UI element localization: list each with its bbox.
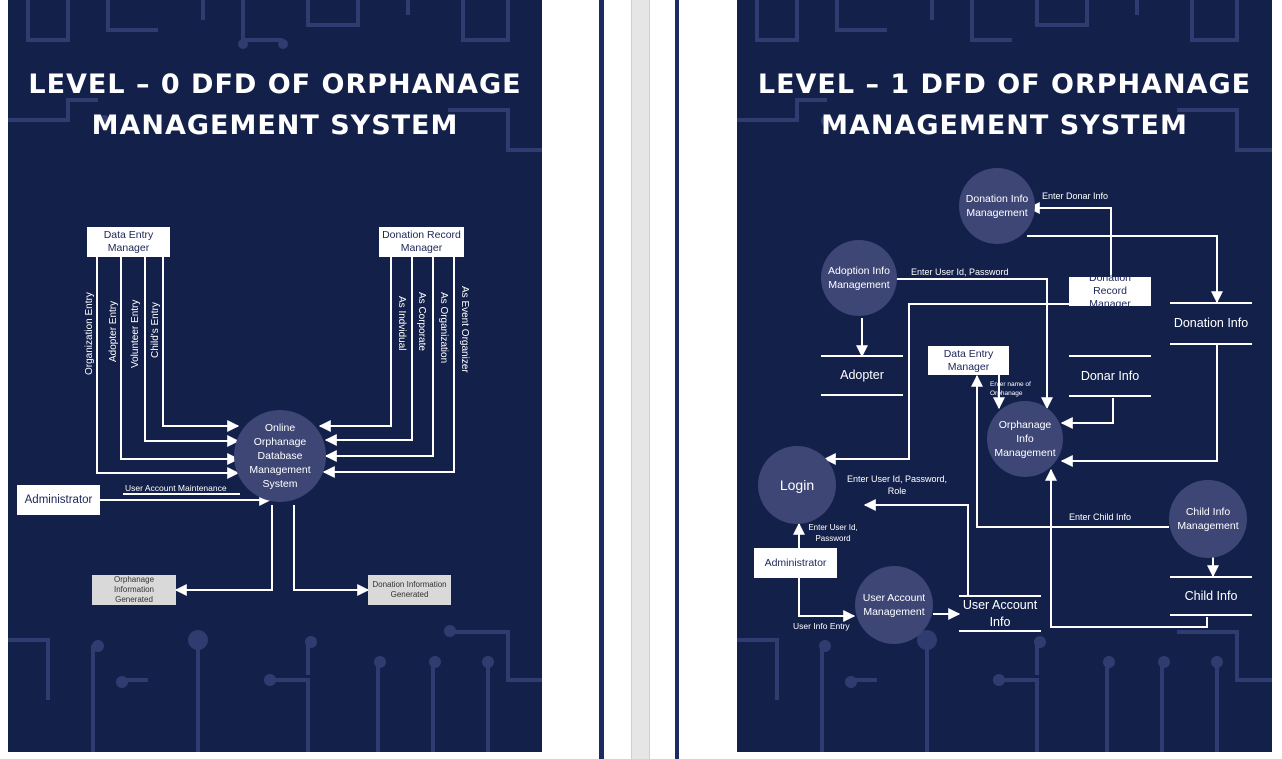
page-divider	[675, 0, 679, 759]
flow-label-enter-user-id-password: Enter User Id, Password	[911, 267, 1009, 277]
flow-label-enter-name-orphanage: Enter name of Orphanage	[990, 381, 1031, 397]
flow-as-individual	[318, 256, 392, 432]
level1-page: LEVEL – 1 DFD OF ORPHANAGE MANAGEMENT SY…	[737, 0, 1272, 752]
administrator-entity: Administrator	[754, 548, 837, 578]
flow-label-as-corporate: As Corporate	[416, 292, 427, 351]
title-line-2: MANAGEMENT SYSTEM	[91, 110, 459, 141]
login-process: Login	[758, 446, 836, 524]
title-line-1: LEVEL – 1 DFD OF ORPHANAGE	[757, 69, 1252, 100]
donation-info-store: Donation Info	[1173, 316, 1249, 330]
page-gutter	[631, 0, 650, 759]
donation-record-manager-entity: Donation Record Manager	[379, 227, 464, 257]
flow-adoption-to-orphanage	[893, 278, 1053, 410]
flow-label-as-organization: As Organization	[438, 292, 449, 364]
donation-record-manager-entity: Donation Record Manager	[1069, 272, 1151, 310]
flow-label-user-account-maintenance: User Account Maintenance	[125, 483, 227, 493]
flow-donar-to-orphanage	[1060, 398, 1114, 429]
flow-label-as-individual: As Indvidual	[396, 296, 407, 351]
flow-donation-to-store	[1027, 235, 1223, 304]
adoption-info-management-process: Adoption Info Management	[821, 240, 897, 316]
flow-donation-store-to-orphanage	[1060, 344, 1218, 467]
child-info-store: Child Info	[1184, 588, 1238, 603]
flow-adopter-entry	[120, 256, 240, 465]
flow-label-volunteer-entry: Volunteer Entry	[130, 299, 141, 368]
level0-page: LEVEL – 0 DFD OF ORPHANAGE MANAGEMENT SY…	[8, 0, 542, 752]
level1-connectors	[793, 202, 1252, 632]
flow-label-organization-entry: Organization Entry	[84, 292, 95, 375]
orphanage-information-output: Orphanage Information Generated	[92, 575, 176, 605]
user-account-management-process: User Account Management	[855, 566, 933, 644]
level0-title: LEVEL – 0 DFD OF ORPHANAGE MANAGEMENT SY…	[8, 64, 542, 146]
flow-organization-entry	[96, 256, 240, 479]
level0-connectors	[96, 256, 455, 596]
flow-as-corporate	[324, 256, 413, 446]
flow-label-enter-user-id-password-role: Enter User Id, Password, Role	[846, 474, 948, 496]
flow-user-store-to-login	[863, 499, 969, 596]
flow-label-as-event-organizer: As Event Organizer	[459, 286, 470, 373]
flow-enter-child-info	[971, 374, 1169, 528]
flow-label-enter-donor-info: Enter Donar Info	[1042, 191, 1109, 201]
circuit-decoration	[737, 0, 1272, 752]
flow-donation-record-to-login	[823, 303, 1069, 465]
circuit-decoration	[8, 0, 542, 752]
flow-enter-donor-info	[1027, 202, 1112, 277]
page-divider	[599, 0, 604, 759]
flow-as-event-organizer	[322, 256, 455, 478]
flow-childs-entry	[162, 256, 240, 432]
flow-as-organization	[324, 256, 434, 462]
flow-label-user-info-entry: User Info Entry	[793, 621, 850, 631]
data-entry-manager-entity: Data Entry Manager	[928, 346, 1009, 375]
flow-donation-output	[293, 505, 370, 596]
administrator-entity: Administrator	[17, 485, 100, 515]
donation-information-output: Donation Information Generated	[368, 575, 451, 605]
flow-volunteer-entry	[144, 256, 240, 447]
title-line-2: MANAGEMENT SYSTEM	[821, 110, 1188, 141]
data-entry-manager-entity: Data Entry Manager	[87, 227, 170, 257]
flow-user-info-entry	[798, 578, 856, 622]
flow-label-adopter-entry: Adopter Entry	[108, 300, 119, 362]
donation-info-management-process: Donation Info Management	[959, 168, 1035, 244]
flow-label-enter-child-info: Enter Child Info	[1069, 512, 1132, 522]
flow-label-enter-user-id-password-admin: Enter User Id, Password	[808, 523, 858, 543]
flow-label-childs-entry: Child's Entry	[150, 302, 161, 358]
orphanage-info-management-process: Orphanage Info Management	[987, 401, 1063, 477]
user-account-info-store: User Account Info	[962, 597, 1038, 629]
online-orphanage-dbms-process: Online Orphanage Database Management Sys…	[234, 410, 326, 502]
title-line-1: LEVEL – 0 DFD OF ORPHANAGE	[28, 69, 522, 100]
child-info-management-process: Child Info Management	[1169, 480, 1247, 558]
flow-child-store-to-orphanage	[1045, 468, 1208, 628]
level1-title: LEVEL – 1 DFD OF ORPHANAGE MANAGEMENT SY…	[737, 64, 1272, 146]
adopter-store: Adopter	[840, 368, 884, 382]
flow-orphanage-output	[174, 505, 273, 596]
donar-info-store: Donar Info	[1080, 368, 1140, 383]
